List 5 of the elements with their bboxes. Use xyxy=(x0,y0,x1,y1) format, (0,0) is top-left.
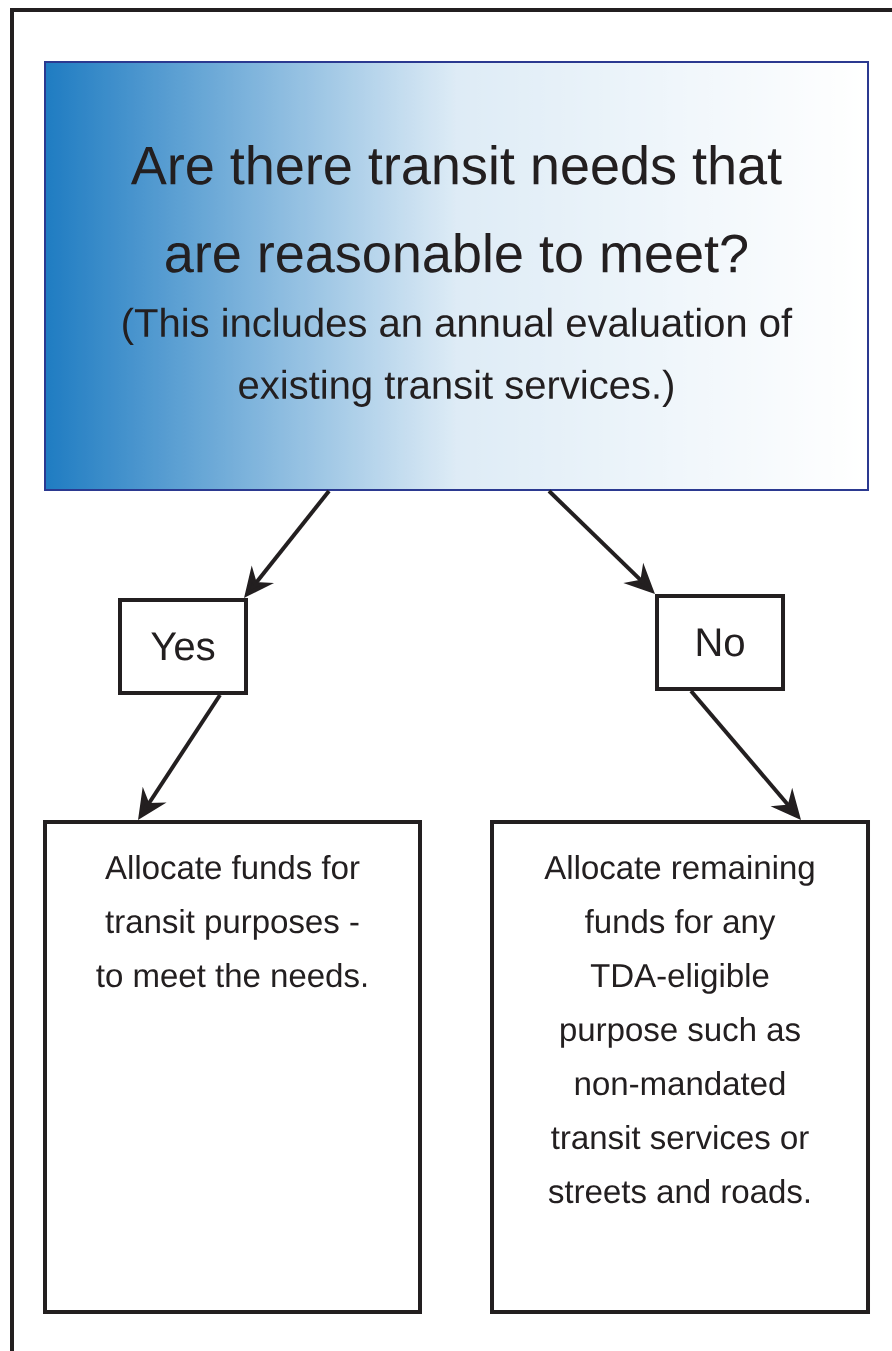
outcome-box: Allocate remaining funds for any TDA-eligible purpose such as non-mandated transit services or streets and roads. xyxy=(490,820,870,1314)
answer-box: No xyxy=(655,594,785,691)
outcome-box: Allocate funds for transit purposes - to meet the needs. xyxy=(43,820,422,1314)
question-box: Are there transit needs that are reasonable to meet? (This includes an annual evaluation of existing transit services.) xyxy=(44,61,869,491)
answer-box: Yes xyxy=(118,598,248,695)
